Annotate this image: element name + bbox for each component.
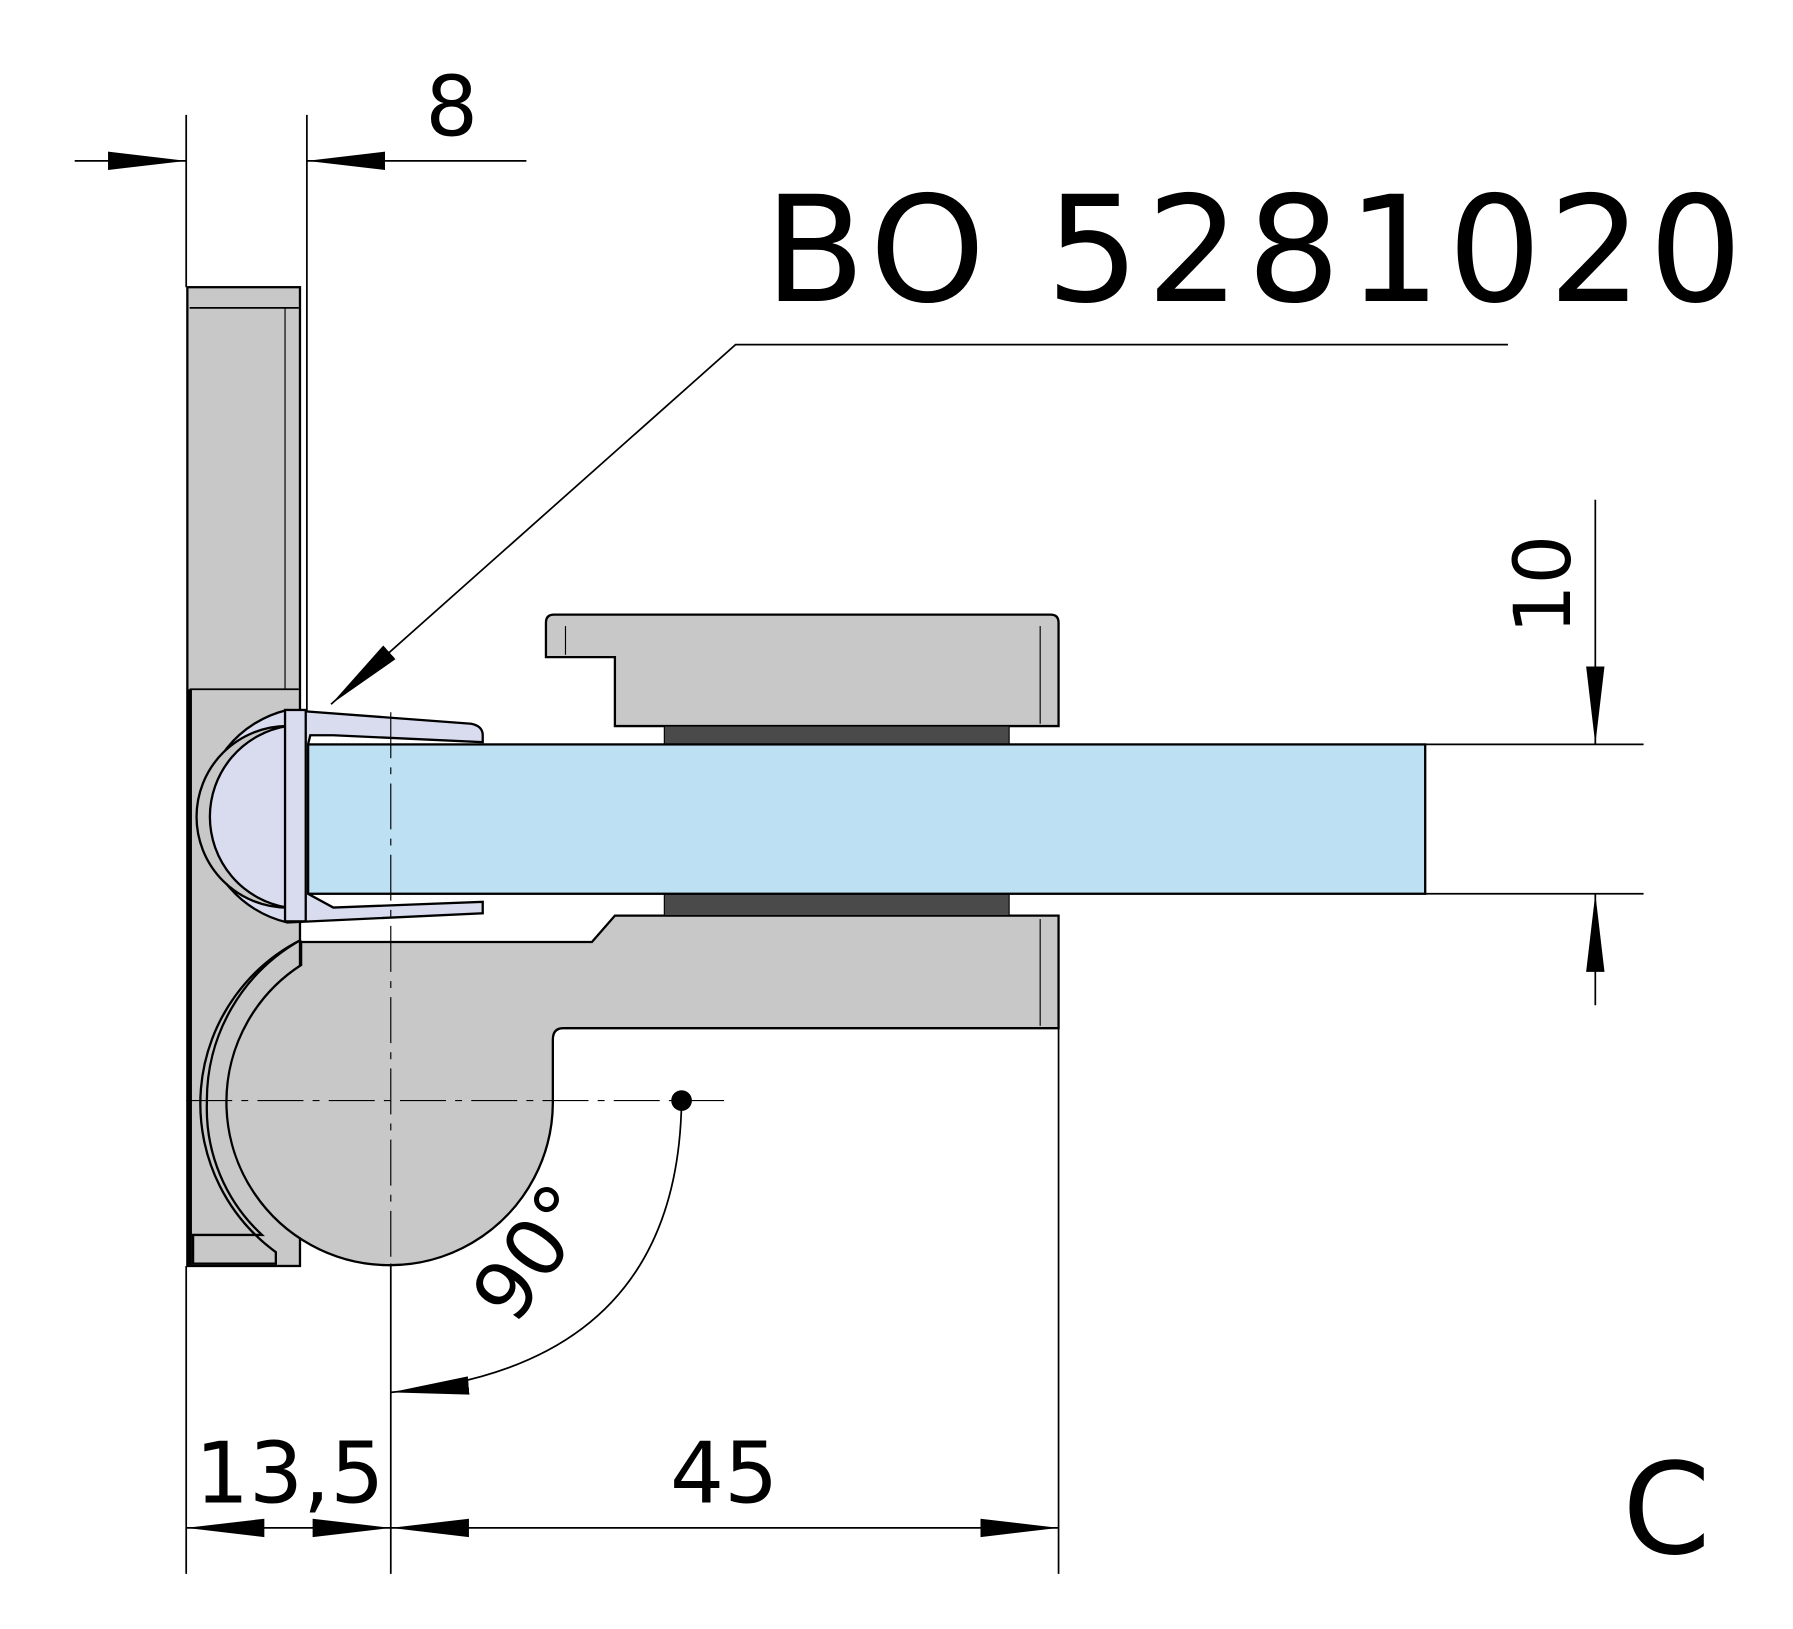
- gasket-bottom: [663, 893, 1010, 917]
- part-number: BO 5281020: [764, 164, 1749, 336]
- hinge-shell: [191, 938, 302, 1265]
- center-lines: [186, 712, 725, 1264]
- leader-line: [330, 343, 1508, 705]
- dim-clamp-depth: 45: [670, 1425, 778, 1524]
- lower-clamp: [225, 914, 1060, 1267]
- dimension-lines: [74, 151, 1605, 1538]
- dim-pivot-offset: 13,5: [195, 1425, 384, 1524]
- seal-profile: [195, 708, 484, 924]
- dim-glass-thickness: 10: [1498, 535, 1589, 634]
- view-label: C: [1622, 1436, 1710, 1583]
- dim-plate-offset: 8: [425, 59, 478, 156]
- glass-pane: [306, 743, 1427, 895]
- upper-clamp: [544, 613, 1060, 728]
- gasket-top: [663, 725, 1010, 745]
- pivot-dot: [671, 1090, 692, 1111]
